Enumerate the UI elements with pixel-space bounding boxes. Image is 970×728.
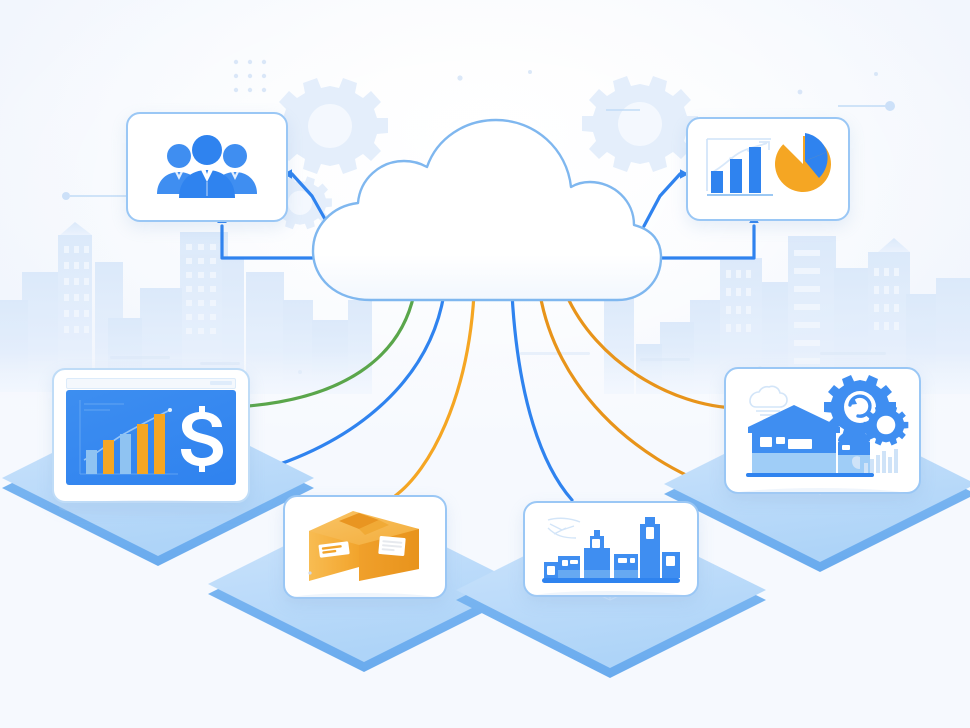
dollar-sign-icon bbox=[181, 406, 223, 472]
finance-bar-1 bbox=[86, 450, 97, 474]
card-factory[interactable] bbox=[523, 501, 699, 597]
box-label-front bbox=[318, 541, 350, 558]
finance-bar-2 bbox=[103, 440, 114, 474]
browser-toolbar bbox=[66, 378, 236, 389]
finance-bar-5 bbox=[154, 414, 165, 474]
curve-green-to-finance bbox=[246, 292, 416, 408]
curve-blue-to-finance bbox=[260, 292, 446, 472]
laptop-screen bbox=[66, 390, 236, 485]
factory-buildings-icon bbox=[542, 517, 680, 583]
cardboard-box-icon bbox=[308, 511, 419, 581]
connector-cloud-to-people bbox=[220, 224, 314, 260]
bar-3 bbox=[749, 147, 761, 193]
card-people[interactable] bbox=[126, 112, 288, 222]
card-analytics[interactable] bbox=[686, 117, 850, 221]
dot-grid-decoration bbox=[233, 59, 878, 95]
finance-bar-3 bbox=[120, 434, 131, 474]
curve-orange-to-warehouse bbox=[564, 292, 738, 410]
bar-1 bbox=[711, 171, 723, 193]
card-warehouse[interactable] bbox=[724, 367, 921, 494]
gear-icon bbox=[823, 374, 908, 445]
curve-orange-to-factory bbox=[538, 292, 724, 492]
pie-chart bbox=[774, 133, 831, 192]
mini-bar-doodle bbox=[851, 448, 898, 473]
card-finance-laptop[interactable] bbox=[52, 368, 250, 503]
finance-bar-4 bbox=[137, 424, 148, 474]
card-package[interactable] bbox=[283, 495, 447, 599]
central-cloud bbox=[311, 118, 663, 302]
curve-orange-to-package bbox=[393, 292, 476, 498]
curve-blue-to-package bbox=[510, 292, 574, 502]
bar-2 bbox=[730, 159, 742, 193]
bar-pie-chart-icon bbox=[706, 133, 831, 196]
warehouse-gear-icon bbox=[745, 374, 908, 477]
connector-cloud-to-analytics bbox=[658, 224, 756, 260]
finance-chart bbox=[79, 400, 223, 475]
three-people-icon bbox=[157, 135, 257, 198]
